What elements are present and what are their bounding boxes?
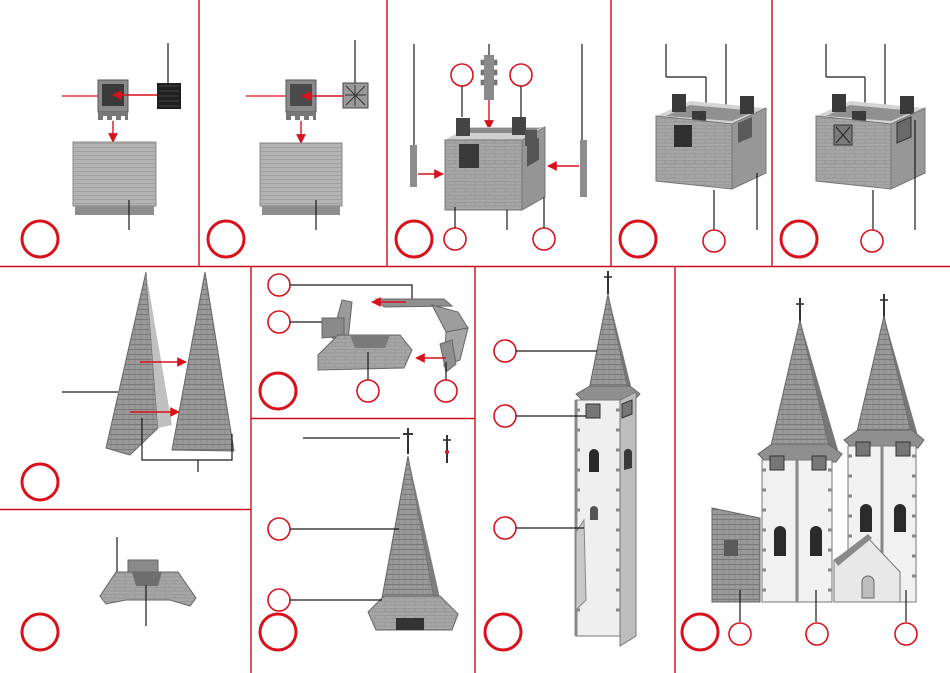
panel-step-10 bbox=[485, 271, 640, 650]
step-number-circle bbox=[22, 614, 58, 650]
spire-roof bbox=[382, 456, 434, 598]
panel-step-3 bbox=[396, 44, 587, 257]
base-segment-part bbox=[432, 305, 468, 332]
step-number-circle bbox=[396, 221, 432, 257]
part-number-circle bbox=[357, 380, 379, 402]
left-tower-spire bbox=[770, 320, 830, 450]
part-number-circle bbox=[494, 405, 516, 427]
tower-spire bbox=[589, 294, 628, 390]
tower-shaft-side bbox=[620, 392, 636, 646]
part-number-circle bbox=[268, 274, 290, 296]
step-number-circle bbox=[260, 373, 296, 409]
cross-icon bbox=[796, 298, 804, 322]
part-number-circle bbox=[268, 311, 290, 333]
part-number-circle bbox=[895, 623, 917, 645]
part-number-circle bbox=[435, 380, 457, 402]
corner-post-part bbox=[580, 140, 587, 197]
part-number-circle bbox=[806, 623, 828, 645]
base-segment-part bbox=[376, 299, 452, 307]
part-number-circle bbox=[494, 517, 516, 539]
tower-box-front bbox=[656, 116, 732, 189]
cross-icon bbox=[880, 294, 888, 318]
step-number-circle bbox=[22, 464, 58, 500]
step-number-circle bbox=[260, 614, 296, 650]
tower-box-front bbox=[445, 140, 522, 210]
panel-step-6 bbox=[22, 272, 234, 500]
tower-box-front bbox=[816, 116, 891, 189]
panel-step-2 bbox=[208, 40, 368, 257]
part-number-circle bbox=[451, 64, 473, 86]
panel-step-8 bbox=[22, 537, 196, 650]
right-tower-spire bbox=[856, 316, 912, 436]
panel-step-7 bbox=[260, 274, 468, 409]
part-number-circle bbox=[703, 230, 725, 252]
step-number-circle bbox=[22, 221, 58, 257]
part-number-circle bbox=[268, 518, 290, 540]
cross-icon bbox=[403, 428, 413, 454]
part-number-circle bbox=[510, 64, 532, 86]
panel-step-9 bbox=[260, 428, 458, 650]
step-number-circle bbox=[682, 614, 718, 650]
part-number-circle bbox=[861, 230, 883, 252]
step-number-circle bbox=[208, 221, 244, 257]
part-number-circle bbox=[494, 340, 516, 362]
panel-step-4 bbox=[620, 44, 766, 257]
panel-step-11 bbox=[682, 294, 924, 650]
panel-step-1 bbox=[22, 43, 181, 257]
part-number-circle bbox=[268, 589, 290, 611]
step-number-circle bbox=[485, 614, 521, 650]
part-number-circle bbox=[729, 623, 751, 645]
cross-icon bbox=[443, 435, 451, 463]
step-number-circle bbox=[620, 221, 656, 257]
panel-step-5 bbox=[781, 44, 925, 257]
part-number-circle bbox=[444, 228, 466, 250]
part-number-circle bbox=[533, 228, 555, 250]
step-number-circle bbox=[781, 221, 817, 257]
corner-post-part bbox=[410, 145, 417, 187]
wall-panel bbox=[260, 143, 342, 206]
corner-post-part bbox=[484, 55, 494, 100]
cross-icon bbox=[604, 271, 612, 294]
wall-panel bbox=[73, 142, 156, 206]
